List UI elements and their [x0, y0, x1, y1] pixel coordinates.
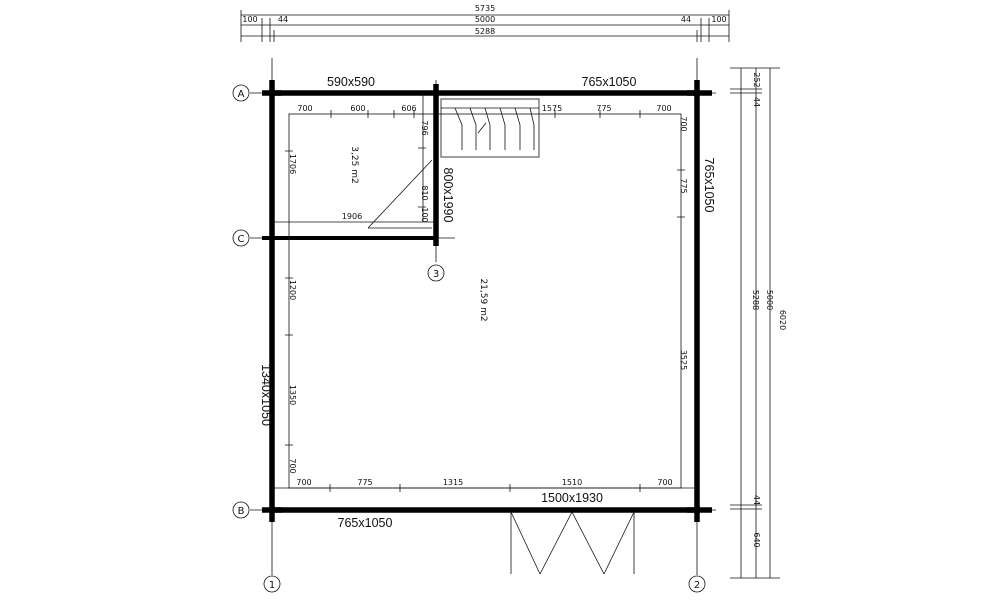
- dim-252: 252: [752, 72, 761, 87]
- dim-bottom-700b: 700: [657, 478, 672, 487]
- axis-3-label: 3: [433, 269, 439, 280]
- axis-2-label: 2: [694, 580, 700, 591]
- dim-right-3525: 3525: [679, 350, 688, 370]
- axis-a-label: A: [238, 89, 245, 100]
- axis-1-label: 1: [269, 580, 275, 591]
- label-left-window: 1340x1050: [259, 364, 273, 426]
- dim-44-bottom: 44: [752, 495, 761, 505]
- dim-640: 640: [752, 532, 761, 547]
- dim-mid-100: 100: [420, 207, 429, 222]
- staircase: [440, 98, 540, 158]
- dim-top-775: 775: [596, 104, 611, 113]
- dim-top-700a: 700: [297, 104, 312, 113]
- dim-total-5288: 5288: [475, 27, 495, 36]
- dim-bottom-1510: 1510: [562, 478, 582, 487]
- dim-5000: 5000: [765, 290, 774, 310]
- dim-mid-796: 796: [420, 120, 429, 135]
- axis-b-label: B: [238, 506, 245, 517]
- label-right-window: 765x1050: [702, 158, 716, 213]
- inner-face-lines: [272, 93, 697, 489]
- dim-6020: 6020: [778, 310, 787, 330]
- dim-top-700b: 700: [656, 104, 671, 113]
- axis-c-label: C: [238, 234, 245, 245]
- dim-bottom-700a: 700: [296, 478, 311, 487]
- dim-top-600: 600: [350, 104, 365, 113]
- dim-right-100: 100: [711, 15, 726, 24]
- dim-left-1350: 1350: [288, 385, 297, 405]
- dim-left-44: 44: [278, 15, 288, 24]
- dim-bottom-775: 775: [357, 478, 372, 487]
- dim-right-775: 775: [679, 178, 688, 193]
- inner-door-swing: [367, 159, 433, 229]
- area-labels: 3,25 m2 21,59 m2: [349, 146, 488, 321]
- label-small-room-area: 3,25 m2: [349, 146, 359, 183]
- main-door: [510, 510, 635, 575]
- right-dimension-chain: 252 44 5000 5288 6020 44 640: [730, 67, 787, 579]
- dim-left-1200: 1200: [288, 280, 297, 300]
- inner-dimension-ticks: [285, 110, 685, 492]
- dim-left-100: 100: [242, 15, 257, 24]
- label-main-door: 1500x1930: [541, 491, 603, 505]
- dim-mid-1906: 1906: [342, 212, 362, 221]
- dim-top-606: 606: [401, 104, 416, 113]
- inner-dimensions: 700 600 606 1575 775 700 700 775 1315 15…: [288, 104, 688, 487]
- dim-44-top: 44: [752, 97, 761, 107]
- dim-bottom-1315: 1315: [443, 478, 463, 487]
- dim-right-44: 44: [681, 15, 691, 24]
- dim-5288: 5288: [751, 290, 760, 310]
- dim-top-1575: 1575: [542, 104, 562, 113]
- dim-inner-5000: 5000: [475, 15, 495, 24]
- dim-mid-810: 810: [420, 185, 429, 200]
- dim-left-1706: 1706: [288, 154, 297, 174]
- dim-left-700: 700: [288, 458, 297, 473]
- opening-labels: 590x590 765x1050 765x1050 1340x1050 765x…: [259, 75, 716, 530]
- label-top-window-1: 590x590: [327, 75, 375, 89]
- label-bottom-window: 765x1050: [338, 516, 393, 530]
- dim-right-700: 700: [679, 116, 688, 131]
- top-dimension-chain: 5735 100 44 5000 44 100 5288: [240, 4, 730, 42]
- label-top-window-2: 765x1050: [582, 75, 637, 89]
- dim-overall: 5735: [475, 4, 495, 13]
- walls: [262, 80, 712, 522]
- label-main-room-area: 21,59 m2: [478, 278, 488, 321]
- label-inner-door: 800x1990: [441, 168, 455, 223]
